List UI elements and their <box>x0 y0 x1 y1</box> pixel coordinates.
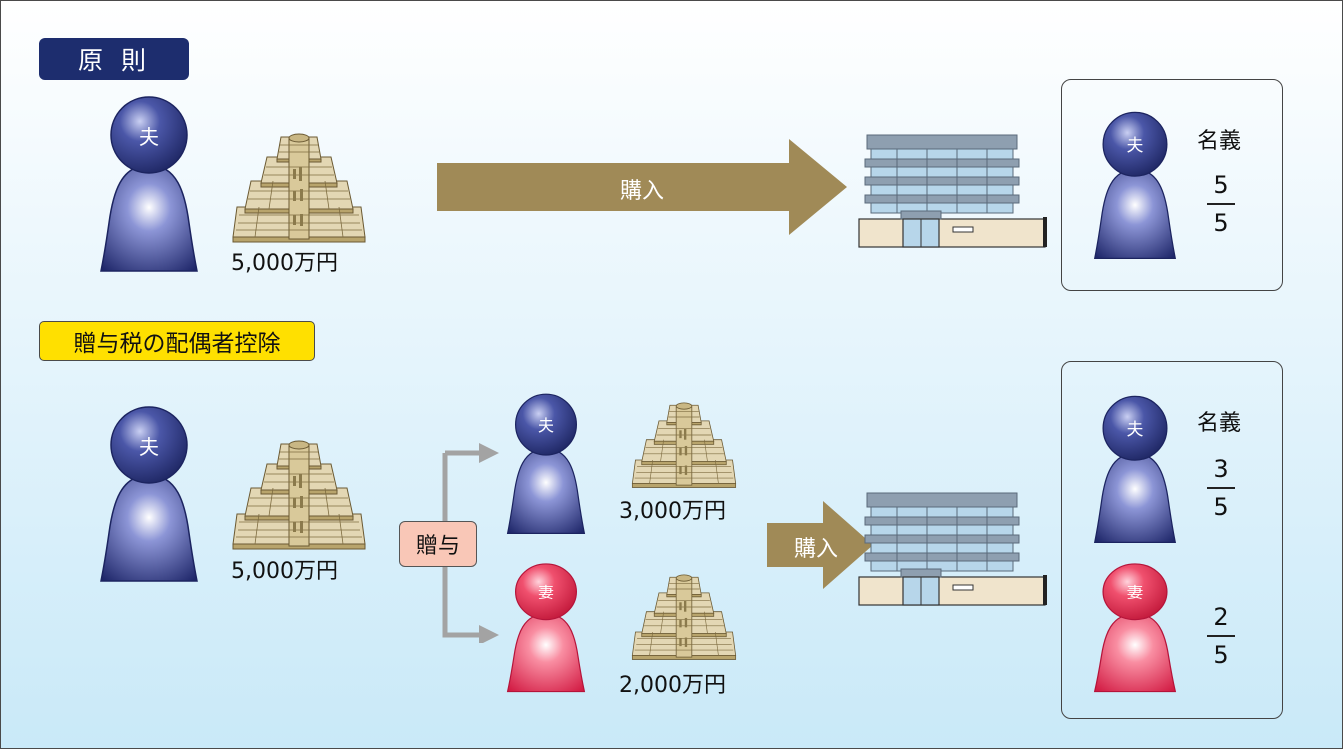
fraction-bar <box>1207 635 1235 637</box>
purchase-arrow <box>437 139 847 235</box>
building-icon <box>857 487 1047 607</box>
husband-ownership-fraction: 3 5 <box>1201 455 1241 521</box>
recipient-wife-label: 妻 <box>538 584 554 601</box>
fraction-numerator: 5 <box>1213 171 1229 199</box>
husband-label: 夫 <box>139 125 159 149</box>
owner-husband-label: 夫 <box>1127 419 1144 439</box>
building-icon <box>857 129 1047 249</box>
recipient-wife-amount: 2,000万円 <box>619 673 726 698</box>
gift-label: 贈与 <box>415 534 460 559</box>
money-stack-icon <box>629 571 739 661</box>
ownership-heading: 名義 <box>1197 129 1242 154</box>
principle-tag-label: 原則 <box>77 46 164 75</box>
owner-wife-icon: 妻 <box>1093 561 1177 693</box>
fraction-numerator: 2 <box>1213 603 1229 631</box>
fraction-bar <box>1207 487 1235 489</box>
donor-amount: 5,000万円 <box>231 559 338 584</box>
fraction-denominator: 5 <box>1213 640 1229 669</box>
owner-husband-label: 夫 <box>1127 135 1144 155</box>
owner-wife-label: 妻 <box>1127 584 1144 602</box>
money-stack-icon <box>629 399 739 489</box>
ownership-panel-deduction <box>1061 361 1283 719</box>
recipient-husband-amount: 3,000万円 <box>619 499 726 524</box>
husband-person-icon: 夫 <box>99 93 199 273</box>
gift-label-box: 贈与 <box>399 521 477 567</box>
recipient-husband-label: 夫 <box>538 416 554 435</box>
money-stack-icon <box>229 436 369 551</box>
donor-husband-icon: 夫 <box>99 403 199 583</box>
money-stack-icon <box>229 129 369 244</box>
ownership-fraction: 5 5 <box>1201 171 1241 237</box>
gift-arrows <box>442 443 499 643</box>
ownership-panel-principle <box>1061 79 1283 291</box>
purchase-arrow-label: 購入 <box>619 179 664 204</box>
fraction-denominator: 5 <box>1213 208 1229 237</box>
principle-tag: 原則 <box>39 38 189 80</box>
donor-husband-label: 夫 <box>139 435 159 459</box>
deduction-tag: 贈与税の配偶者控除 <box>39 321 315 361</box>
recipient-husband-icon: 夫 <box>506 391 586 535</box>
owner-husband-icon: 夫 <box>1093 109 1177 260</box>
deduction-tag-label: 贈与税の配偶者控除 <box>73 331 281 357</box>
purchase-arrow <box>767 501 873 589</box>
fraction-numerator: 3 <box>1213 455 1229 483</box>
owner-husband-icon: 夫 <box>1093 393 1177 544</box>
principle-amount: 5,000万円 <box>231 251 338 276</box>
recipient-wife-icon: 妻 <box>506 561 586 693</box>
ownership-heading: 名義 <box>1197 411 1242 436</box>
fraction-bar <box>1207 203 1235 205</box>
purchase-arrow-label: 購入 <box>793 537 838 562</box>
wife-ownership-fraction: 2 5 <box>1201 603 1241 669</box>
fraction-denominator: 5 <box>1213 492 1229 521</box>
